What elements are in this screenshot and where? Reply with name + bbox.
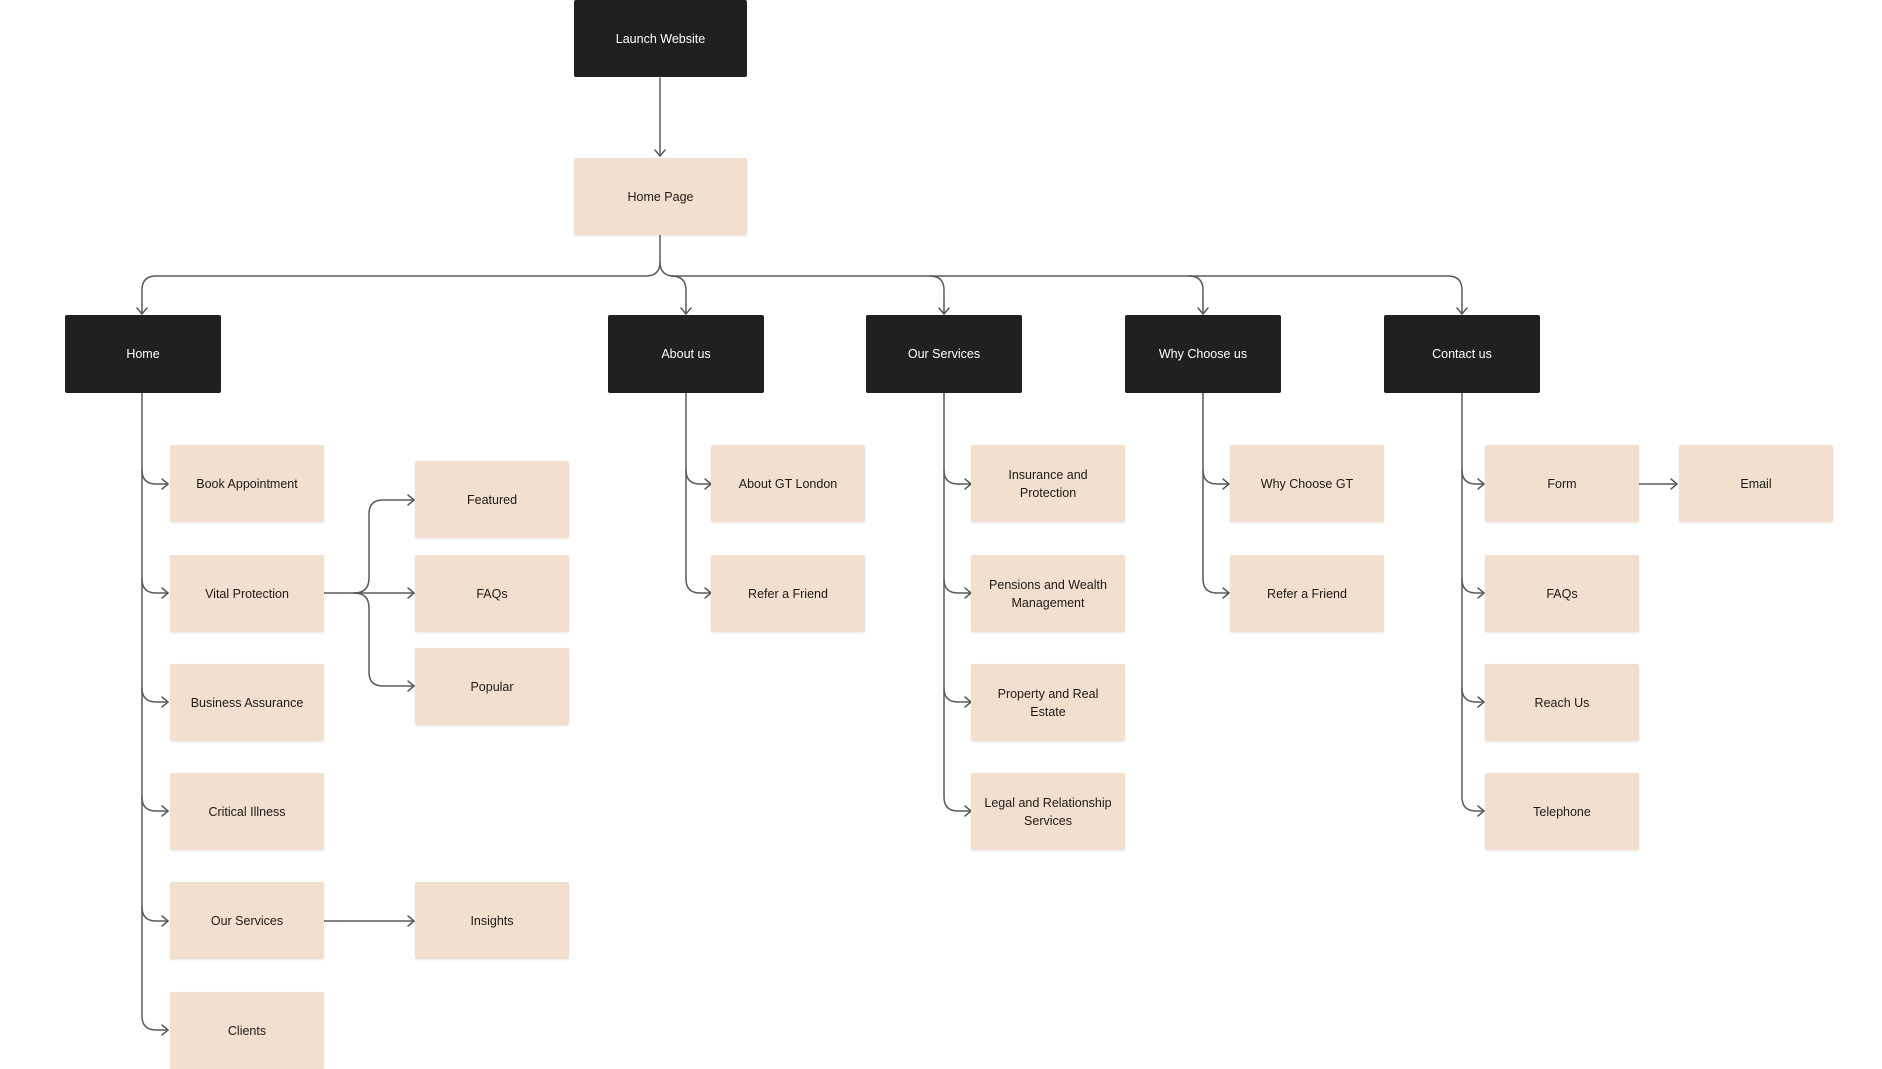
our-services-node[interactable]: Our Services [866,315,1022,393]
contact-us-node[interactable]: Contact us [1384,315,1540,393]
form-node[interactable]: Form [1485,445,1639,522]
critical-illness-node[interactable]: Critical Illness [170,773,324,850]
faqs-contact-node[interactable]: FAQs [1485,555,1639,632]
pensions-wealth-node[interactable]: Pensions and Wealth Management [971,555,1125,632]
home-our-services-node[interactable]: Our Services [170,882,324,959]
popular-node[interactable]: Popular [415,648,569,725]
legal-relationship-node[interactable]: Legal and Relationship Services [971,773,1125,850]
telephone-node[interactable]: Telephone [1485,773,1639,850]
home-node[interactable]: Home [65,315,221,393]
refer-a-friend-about-node[interactable]: Refer a Friend [711,555,865,632]
business-assurance-node[interactable]: Business Assurance [170,664,324,741]
featured-node[interactable]: Featured [415,461,569,538]
launch-website-node[interactable]: Launch Website [574,0,747,77]
about-gt-london-node[interactable]: About GT London [711,445,865,522]
reach-us-node[interactable]: Reach Us [1485,664,1639,741]
insurance-protection-node[interactable]: Insurance and Protection [971,445,1125,522]
why-choose-us-node[interactable]: Why Choose us [1125,315,1281,393]
property-real-estate-node[interactable]: Property and Real Estate [971,664,1125,741]
refer-a-friend-why-node[interactable]: Refer a Friend [1230,555,1384,632]
clients-node[interactable]: Clients [170,992,324,1069]
home-page-node[interactable]: Home Page [574,158,747,235]
email-node[interactable]: Email [1679,445,1833,522]
book-appointment-node[interactable]: Book Appointment [170,445,324,522]
why-choose-gt-node[interactable]: Why Choose GT [1230,445,1384,522]
insights-node[interactable]: Insights [415,882,569,959]
about-us-node[interactable]: About us [608,315,764,393]
vital-protection-node[interactable]: Vital Protection [170,555,324,632]
faqs-home-node[interactable]: FAQs [415,555,569,632]
